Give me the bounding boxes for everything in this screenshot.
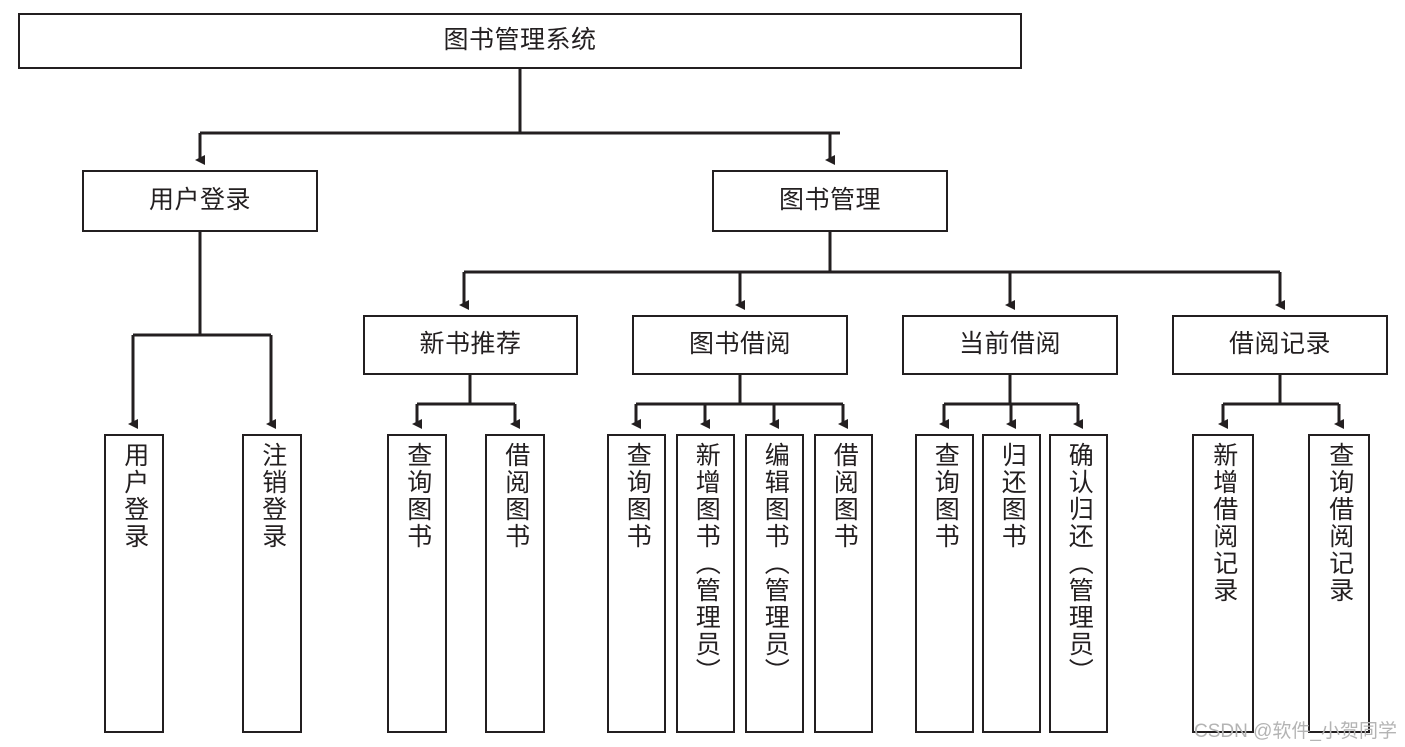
edges-borrow-record-branch xyxy=(1218,375,1344,429)
node-user-login-do[interactable]: 用户登录 xyxy=(104,434,164,733)
node-cb-confirm-return-label: 确认归还（管理员） xyxy=(1065,442,1094,685)
node-bb-query-book-label: 查询图书 xyxy=(623,442,652,550)
edges-book-borrow-branch xyxy=(631,375,848,429)
node-book-manage[interactable]: 图书管理 xyxy=(712,170,948,232)
node-cb-query-book-label: 查询图书 xyxy=(931,442,960,550)
edges-new-book-recommend-branch xyxy=(412,375,520,429)
node-bb-add-book[interactable]: 新增图书（管理员） xyxy=(676,434,735,733)
node-user-login-label: 用户登录 xyxy=(148,186,251,215)
edges-current-borrow-branch xyxy=(939,375,1083,429)
node-current-borrow-label: 当前借阅 xyxy=(958,330,1061,359)
node-cb-return-book-label: 归还图书 xyxy=(998,442,1027,550)
node-bb-query-book[interactable]: 查询图书 xyxy=(607,434,666,733)
node-borrow-record[interactable]: 借阅记录 xyxy=(1172,315,1388,375)
edges-root-to-level2 xyxy=(195,69,840,165)
node-user-logout-label: 注销登录 xyxy=(258,442,287,550)
node-nbr-borrow-book-label: 借阅图书 xyxy=(501,442,530,550)
node-nbr-query-book[interactable]: 查询图书 xyxy=(387,434,447,733)
node-br-add-record-label: 新增借阅记录 xyxy=(1209,442,1238,604)
node-cb-query-book[interactable]: 查询图书 xyxy=(915,434,974,733)
node-user-login-do-label: 用户登录 xyxy=(120,442,149,550)
node-user-login[interactable]: 用户登录 xyxy=(82,170,318,232)
node-bb-edit-book[interactable]: 编辑图书（管理员） xyxy=(745,434,804,733)
node-borrow-record-label: 借阅记录 xyxy=(1228,330,1331,359)
node-br-add-record[interactable]: 新增借阅记录 xyxy=(1192,434,1254,733)
node-book-borrow-label: 图书借阅 xyxy=(688,330,791,359)
node-nbr-borrow-book[interactable]: 借阅图书 xyxy=(485,434,545,733)
node-bb-edit-book-label: 编辑图书（管理员） xyxy=(761,442,790,685)
edges-book-manage-branch xyxy=(459,232,1285,310)
node-new-book-recommend-label: 新书推荐 xyxy=(419,330,522,359)
node-br-query-record[interactable]: 查询借阅记录 xyxy=(1308,434,1370,733)
edges-user-login-branch xyxy=(128,232,276,429)
node-book-borrow[interactable]: 图书借阅 xyxy=(632,315,848,375)
node-bb-add-book-label: 新增图书（管理员） xyxy=(692,442,721,685)
node-cb-return-book[interactable]: 归还图书 xyxy=(982,434,1041,733)
node-cb-confirm-return[interactable]: 确认归还（管理员） xyxy=(1049,434,1108,733)
node-bb-borrow-book-label: 借阅图书 xyxy=(830,442,859,550)
node-br-query-record-label: 查询借阅记录 xyxy=(1325,442,1354,604)
node-user-logout[interactable]: 注销登录 xyxy=(242,434,302,733)
node-bb-borrow-book[interactable]: 借阅图书 xyxy=(814,434,873,733)
node-root[interactable]: 图书管理系统 xyxy=(18,13,1022,69)
node-current-borrow[interactable]: 当前借阅 xyxy=(902,315,1118,375)
node-new-book-recommend[interactable]: 新书推荐 xyxy=(363,315,578,375)
node-nbr-query-book-label: 查询图书 xyxy=(403,442,432,550)
node-root-label: 图书管理系统 xyxy=(443,26,597,55)
node-book-manage-label: 图书管理 xyxy=(778,186,881,215)
